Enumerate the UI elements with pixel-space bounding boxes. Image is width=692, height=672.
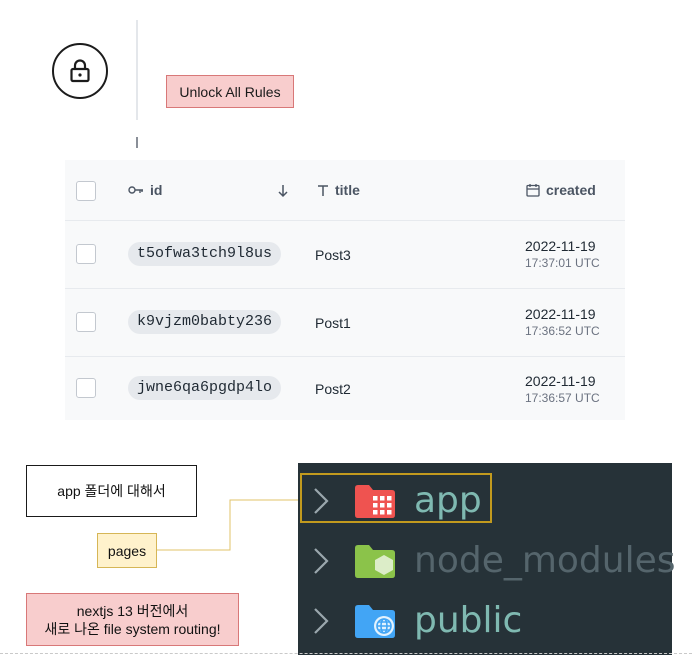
- unlock-note: Unlock All Rules: [166, 75, 294, 108]
- lock-button[interactable]: [52, 43, 108, 99]
- row-checkbox[interactable]: [76, 244, 96, 264]
- record-title: Post1: [315, 315, 351, 331]
- select-all-checkbox[interactable]: [76, 181, 96, 201]
- nextjs-routing-note: nextjs 13 버전에서 새로 나온 file system routing…: [26, 593, 239, 646]
- chevron-right-icon[interactable]: [312, 546, 330, 576]
- app-highlight-box: [300, 473, 492, 523]
- divider: [136, 20, 138, 120]
- column-label: id: [150, 182, 163, 198]
- column-header-title[interactable]: title: [317, 182, 360, 198]
- record-date: 2022-11-19: [525, 238, 596, 254]
- record-title: Post3: [315, 247, 351, 263]
- record-id: jwne6qa6pgdp4lo: [128, 376, 282, 400]
- record-time: 17:36:52 UTC: [525, 324, 600, 338]
- key-icon: [128, 186, 143, 194]
- text-type-icon: [318, 184, 328, 196]
- column-label: created: [546, 182, 596, 198]
- table-row[interactable]: t5ofwa3tch9l8us Post3 2022-11-19 17:37:0…: [65, 220, 625, 289]
- pages-note: pages: [97, 533, 157, 568]
- table-header: id title created: [65, 160, 625, 221]
- record-date: 2022-11-19: [525, 373, 596, 389]
- table-row[interactable]: k9vjzm0babty236 Post1 2022-11-19 17:36:5…: [65, 288, 625, 357]
- record-time: 17:36:57 UTC: [525, 391, 600, 405]
- folder-name: public: [414, 600, 523, 641]
- explorer-item-app[interactable]: app: [298, 471, 672, 531]
- record-time: 17:37:01 UTC: [525, 256, 600, 270]
- table-row[interactable]: jwne6qa6pgdp4lo Post2 2022-11-19 17:36:5…: [65, 356, 625, 420]
- sort-desc-icon[interactable]: [277, 184, 289, 198]
- public-folder-icon: [355, 605, 395, 638]
- app-folder-icon: [355, 485, 395, 518]
- records-table: id title created t5ofwa3tch9l8us Post3 2…: [65, 160, 625, 420]
- column-label: title: [335, 182, 360, 198]
- record-id: t5ofwa3tch9l8us: [128, 242, 282, 266]
- lock-icon: [70, 59, 90, 83]
- record-id: k9vjzm0babty236: [128, 310, 282, 334]
- record-title: Post2: [315, 381, 351, 397]
- connector-line: [157, 499, 302, 551]
- row-checkbox[interactable]: [76, 378, 96, 398]
- page-divider: [0, 653, 692, 654]
- file-explorer: app node_modules public: [298, 463, 676, 655]
- cursor-mark: [136, 137, 138, 148]
- folder-name: app: [414, 480, 482, 521]
- folder-name: node_modules: [414, 540, 676, 581]
- chevron-right-icon[interactable]: [312, 606, 330, 636]
- chevron-right-icon[interactable]: [312, 486, 330, 516]
- column-header-created[interactable]: created: [526, 182, 596, 198]
- explorer-item-public[interactable]: public: [298, 591, 672, 651]
- column-header-id[interactable]: id: [128, 182, 162, 198]
- calendar-icon: [526, 184, 540, 197]
- note-line: nextjs 13 버전에서: [76, 602, 189, 619]
- row-checkbox[interactable]: [76, 312, 96, 332]
- record-date: 2022-11-19: [525, 306, 596, 322]
- app-folder-note: app 폴더에 대해서: [26, 465, 197, 517]
- note-line: 새로 나온 file system routing!: [44, 620, 221, 637]
- explorer-item-node-modules[interactable]: node_modules: [298, 531, 676, 591]
- node-folder-icon: [355, 545, 395, 578]
